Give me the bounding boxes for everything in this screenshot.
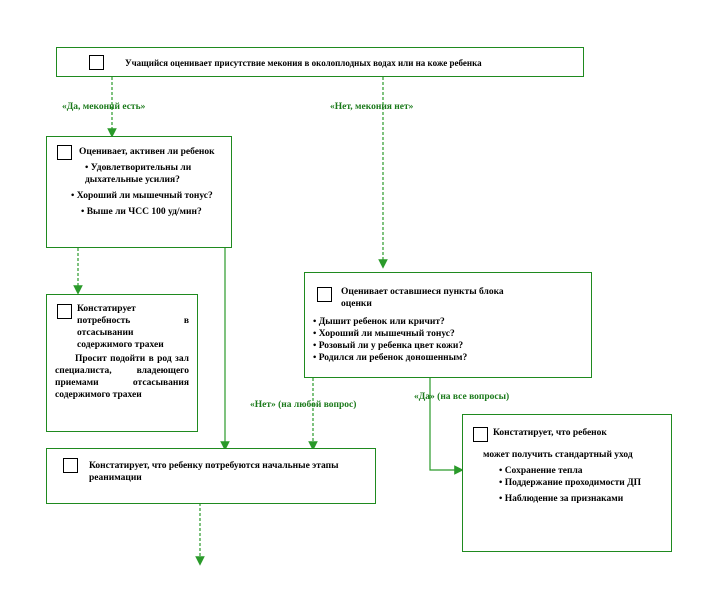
standard-item: • Поддержание проходимости ДП	[499, 478, 642, 488]
node-remaining-title: Оценивает оставшиеся пункты блока оценки	[341, 287, 504, 309]
node-suction-text: Просит подойти в род зал специалиста, вл…	[55, 354, 189, 400]
node-assess-title: Оценивает, активен ли ребенок	[79, 147, 215, 157]
label-yes-meconium: «Да, меконий есть»	[62, 102, 146, 112]
assess-item: • Выше ли ЧСС 100 уд/мин?	[81, 207, 202, 217]
checkbox-assess[interactable]	[57, 145, 72, 160]
checkbox-start[interactable]	[89, 55, 104, 70]
label-yes-all: «Да» (на все вопросы)	[414, 392, 510, 402]
remaining-item: • Дышит ребенок или кричит?	[313, 317, 445, 327]
arrow-remaining-to-standard	[429, 378, 464, 475]
node-start: Учащийся оценивает присутствие мекония в…	[56, 47, 584, 77]
node-start-text: Учащийся оценивает присутствие мекония в…	[125, 58, 482, 68]
node-standard-subtitle: может получить стандартный уход	[483, 450, 633, 460]
standard-item: • Сохранение тепла	[499, 466, 583, 476]
node-standard: Констатирует, что ребенок может получить…	[462, 414, 672, 552]
node-suction: Констатирует потребность в отсасывании с…	[46, 294, 198, 432]
node-standard-title: Констатирует, что ребенок	[493, 428, 607, 438]
checkbox-initial[interactable]	[63, 458, 78, 473]
checkbox-suction[interactable]	[57, 304, 72, 319]
label-no-any: «Нет» (на любой вопрос)	[250, 400, 357, 410]
assess-item: • Хороший ли мышечный тонус?	[71, 191, 213, 201]
remaining-item: • Хороший ли мышечный тонус?	[313, 329, 455, 339]
assess-item: • Удовлетворительны ли дыхательные усили…	[85, 163, 192, 185]
remaining-item: • Розовый ли у ребенка цвет кожи?	[313, 341, 464, 351]
node-initial-text: Констатирует, что ребенку потребуются на…	[89, 461, 339, 483]
checkbox-standard[interactable]	[473, 427, 488, 442]
node-assess: Оценивает, активен ли ребенок • Удовлетв…	[46, 136, 232, 248]
node-initial: Констатирует, что ребенку потребуются на…	[46, 448, 376, 504]
node-suction-title: Констатирует потребность в отсасывании с…	[77, 304, 189, 350]
remaining-item: • Родился ли ребенок доношенным?	[313, 353, 468, 363]
node-remaining: Оценивает оставшиеся пункты блока оценки…	[304, 272, 592, 378]
checkbox-remaining[interactable]	[317, 287, 332, 302]
standard-item: • Наблюдение за признаками	[499, 494, 624, 504]
label-no-meconium: «Нет, мекония нет»	[330, 102, 414, 112]
